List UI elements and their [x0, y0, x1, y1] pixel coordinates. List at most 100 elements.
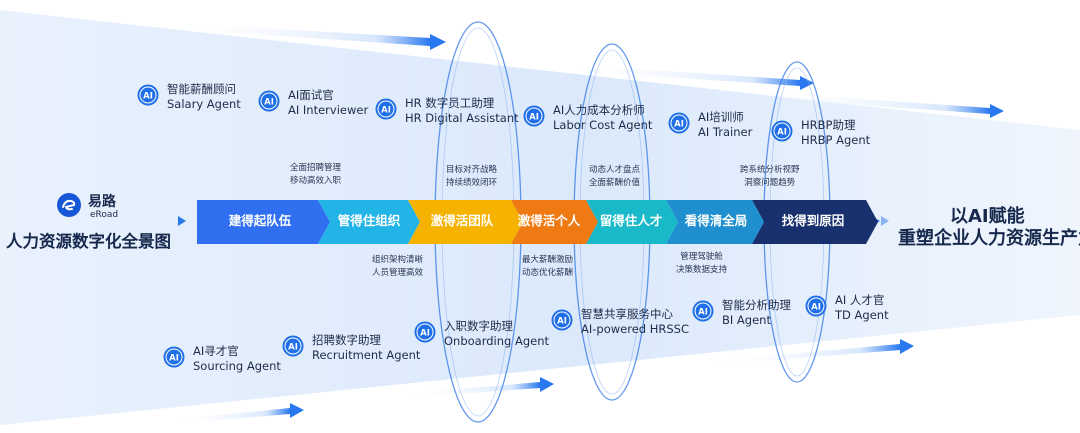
ai-badge-icon: AI — [805, 295, 827, 317]
agent-name-cn: HRBP助理 — [801, 118, 856, 132]
svg-text:AI: AI — [529, 113, 539, 123]
svg-text:AI: AI — [264, 98, 274, 108]
stage-chevron — [408, 200, 523, 244]
streak-top-1 — [160, 22, 430, 46]
svg-text:AI: AI — [698, 308, 708, 318]
agent-name-cn: 入职数字助理 — [444, 319, 513, 333]
agent-name-cn: 智能薪酬顾问 — [167, 82, 236, 96]
note-recruitment: 全面招聘管理移动高效入职 — [290, 163, 342, 186]
stage-chevron — [752, 200, 878, 244]
agent-name-en: Onboarding Agent — [444, 334, 550, 348]
streak-arrowhead — [990, 104, 1004, 118]
stage-chevron — [586, 200, 678, 244]
agent-name-cn: AI人力成本分析师 — [553, 103, 645, 117]
svg-text:AI: AI — [381, 106, 391, 116]
stage-chevron — [511, 200, 598, 244]
ai-badge-icon: AI — [163, 346, 185, 368]
agent-name-en: BI Agent — [722, 313, 771, 327]
note-organization: 组织架构清晰人员管理高效 — [372, 255, 424, 278]
chevron-right-icon — [178, 216, 186, 226]
streak-arrowhead — [430, 34, 446, 50]
stage-chevron — [318, 200, 420, 244]
streak-arrowhead — [800, 76, 814, 90]
streak-arrowhead — [540, 377, 554, 392]
note-performance: 目标对齐战略持续绩效闭环 — [446, 165, 498, 188]
svg-text:AI: AI — [420, 329, 430, 339]
agent-name-en: Labor Cost Agent — [553, 118, 653, 132]
svg-text:AI: AI — [811, 303, 821, 313]
svg-text:AI: AI — [288, 343, 298, 353]
agent-name-en: Salary Agent — [167, 97, 241, 111]
agent-name-cn: AI寻才官 — [193, 344, 239, 358]
right-title-line1: 以AI赋能 — [950, 206, 1025, 227]
agent-name-cn: 智能分析助理 — [722, 298, 791, 312]
stage-chevron — [197, 200, 330, 244]
agent-name-en: AI Interviewer — [288, 103, 369, 117]
agent-name-en: Recruitment Agent — [312, 348, 421, 362]
stage-build-team: 建得起队伍 — [228, 213, 292, 228]
stage-chevron — [666, 200, 764, 244]
stage-see-overall: 看得清全局 — [684, 213, 748, 228]
stage-manage-org: 管得住组织 — [337, 213, 401, 228]
note-talent: 动态人才盘点全面薪酬价值 — [589, 165, 641, 188]
stage-activate-individual: 激得活个人 — [517, 213, 581, 228]
note-compensation: 最大薪酬激励动态优化薪酬 — [522, 255, 574, 278]
agent-name-en: Sourcing Agent — [193, 359, 281, 373]
streak-bottom-2 — [400, 382, 540, 398]
svg-text:AI: AI — [777, 128, 787, 138]
agent-name-en: HR Digital Assistant — [405, 111, 519, 125]
svg-text:AI: AI — [557, 317, 567, 327]
agent-name-cn: 智慧共享服务中心 — [581, 307, 673, 321]
stage-retain-talent: 留得住人才 — [599, 213, 663, 228]
streak-top-2 — [560, 64, 800, 86]
brand-name-en: eRoad — [90, 210, 119, 220]
streak-arrowhead — [900, 339, 914, 354]
right-title-line2: 重塑企业人力资源生产力 — [898, 228, 1080, 249]
eroad-logo-icon — [57, 193, 81, 217]
agent-name-en: TD Agent — [835, 308, 889, 322]
stage-band — [197, 200, 878, 244]
streak-bottom-1 — [170, 408, 290, 424]
ai-badge-icon: AI — [414, 321, 436, 343]
ai-badge-icon: AI — [137, 84, 159, 106]
ai-badge-icon: AI — [668, 112, 690, 134]
svg-text:AI: AI — [674, 120, 684, 130]
chevron-right-icon — [881, 216, 889, 226]
streak-arrowhead — [290, 403, 304, 418]
ai-badge-icon: AI — [375, 98, 397, 120]
main-title: 人力资源数字化全景图 — [6, 232, 171, 251]
streak-bottom-3 — [700, 344, 900, 366]
agent-name-cn: AI培训师 — [698, 110, 744, 124]
ai-badge-icon: AI — [551, 309, 573, 331]
agent-name-en: AI Trainer — [698, 125, 753, 139]
ai-badge-icon: AI — [282, 335, 304, 357]
svg-text:AI: AI — [143, 92, 153, 102]
brand-name: 易路 — [88, 194, 116, 210]
ai-badge-icon: AI — [692, 300, 714, 322]
note-dashboard: 管理驾驶舱决策数据支持 — [676, 252, 728, 275]
stage-find-cause: 找得到原因 — [781, 213, 845, 228]
note-analysis: 跨系统分析视野洞察问题趋势 — [740, 165, 800, 188]
agent-name-cn: AI面试官 — [288, 88, 334, 102]
svg-text:AI: AI — [169, 354, 179, 364]
ai-badge-icon: AI — [258, 90, 280, 112]
agent-name-cn: AI 人才官 — [835, 293, 885, 307]
ai-badge-icon: AI — [523, 105, 545, 127]
ai-badge-icon: AI — [771, 120, 793, 142]
agent-name-cn: 招聘数字助理 — [312, 333, 381, 347]
agent-name-cn: HR 数字员工助理 — [405, 96, 495, 110]
agent-name-en: HRBP Agent — [801, 133, 871, 147]
